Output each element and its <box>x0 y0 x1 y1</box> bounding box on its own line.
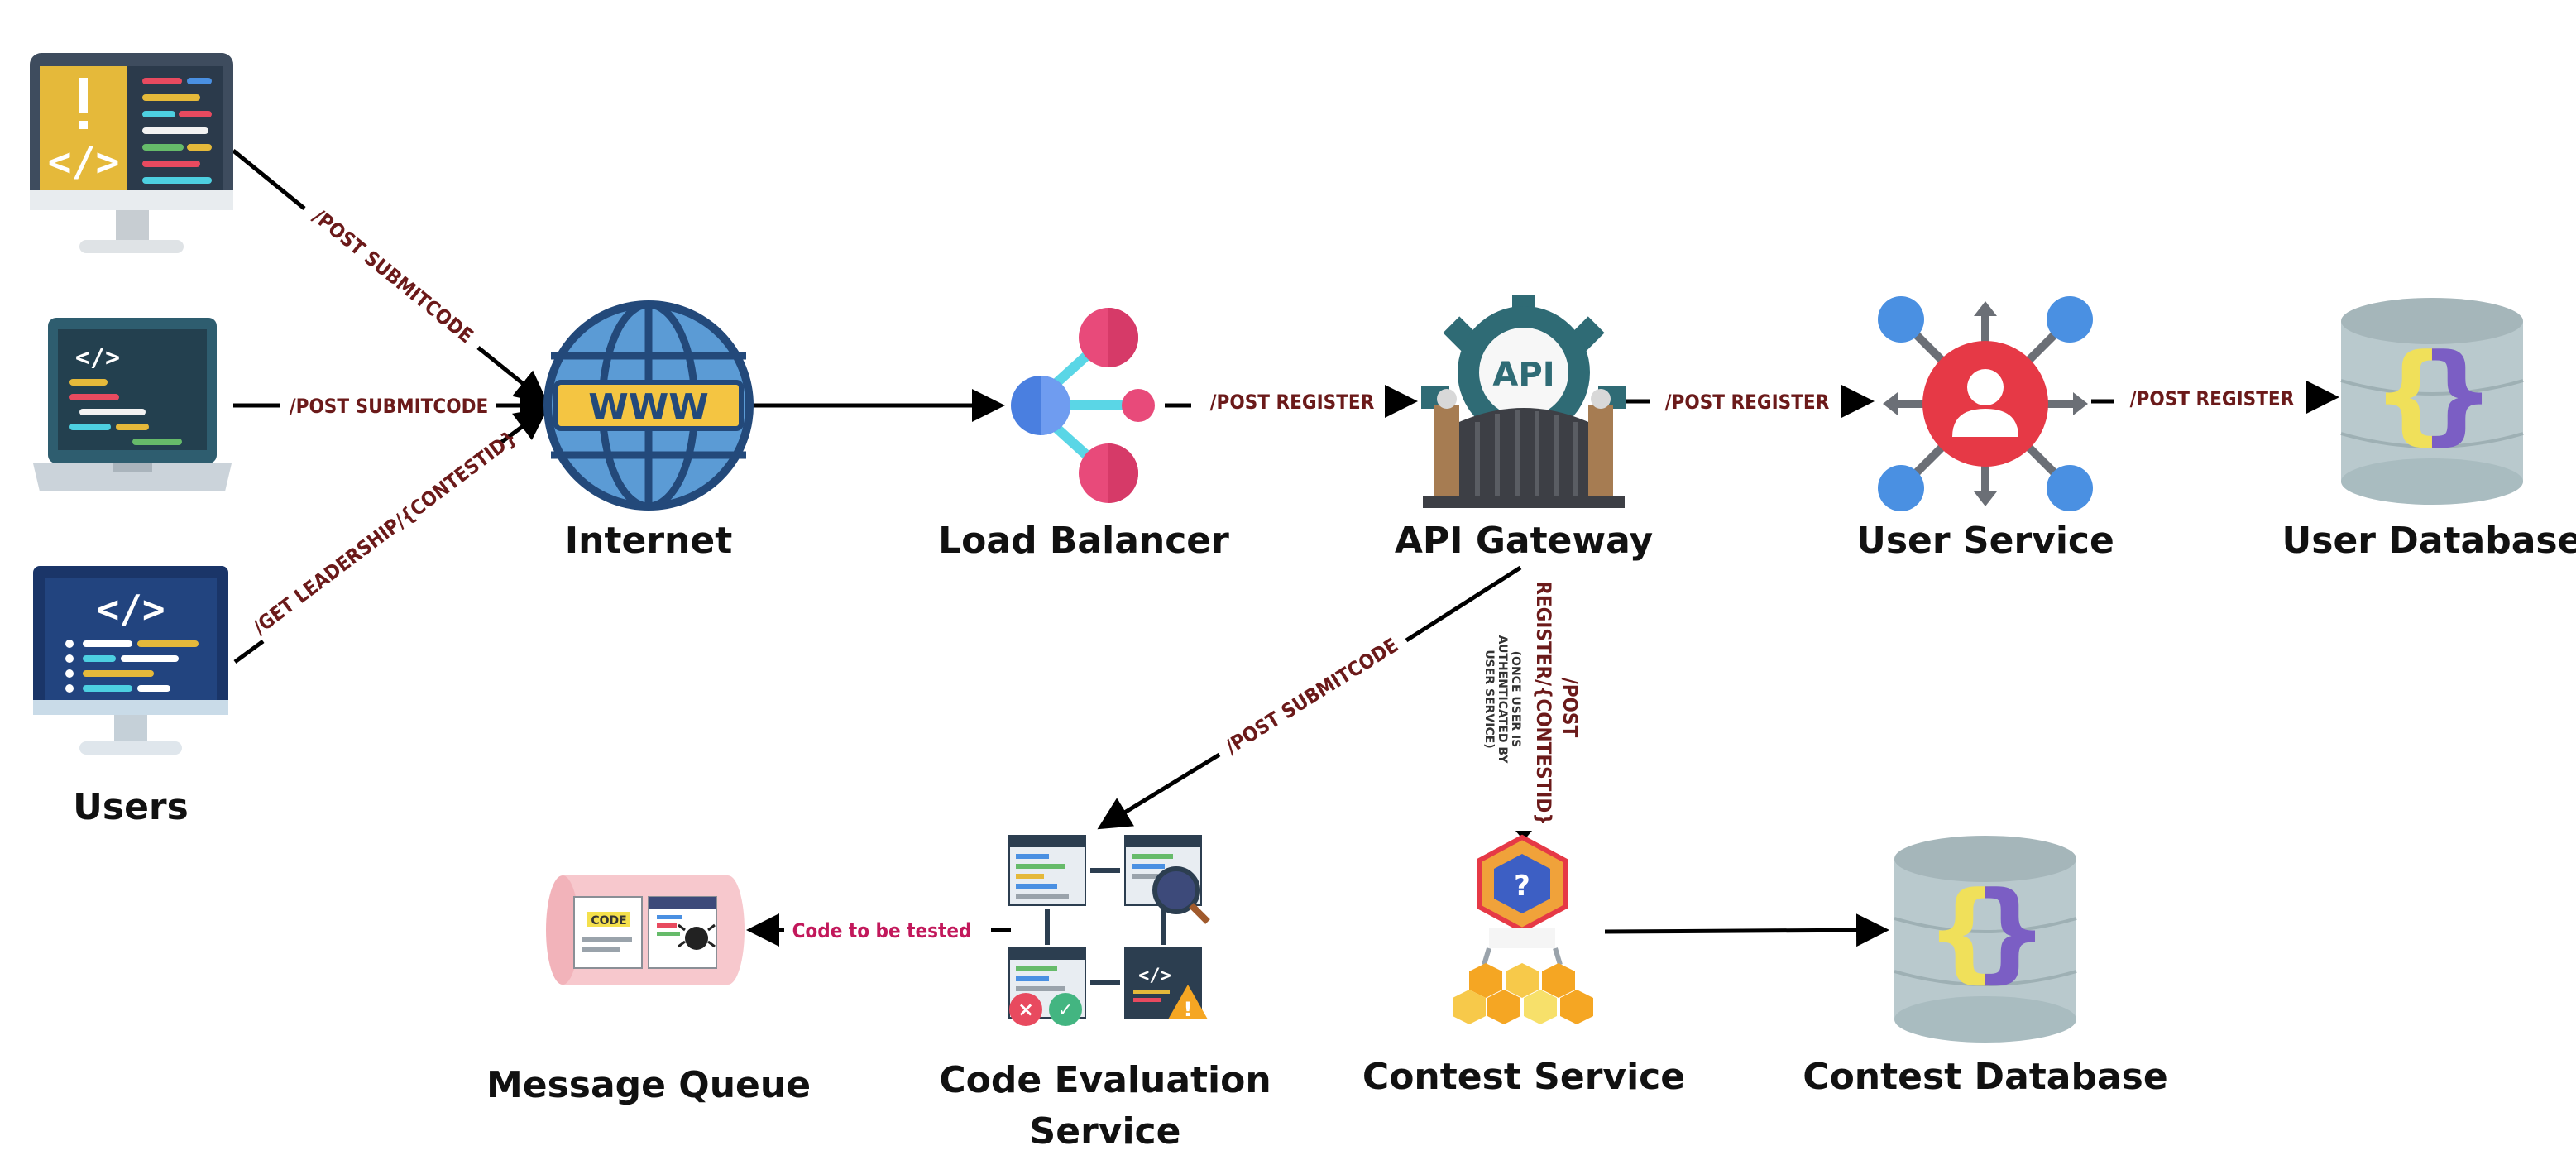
edge-user1-internet-b <box>476 346 548 405</box>
api-text: API <box>1492 356 1554 394</box>
globe-www-icon: WWW <box>543 300 754 511</box>
database-braces-icon: { } <box>2340 298 2524 505</box>
node-label-internet: Internet <box>565 520 732 562</box>
edge-label-gateway-contest-2: REGISTER/{CONTESTID} <box>1532 581 1555 825</box>
svg-text:}: } <box>2419 330 2496 456</box>
edge-gateway-contest: /POST REGISTER/{CONTESTID} (ONCE USER IS… <box>1482 581 1582 841</box>
edge-label-codeeval-queue: Code to be tested <box>792 919 972 942</box>
load-balancer-nodes-icon <box>1011 308 1155 503</box>
edge-gateway-codeeval-b <box>1097 752 1221 830</box>
edge-user1-internet <box>232 149 306 210</box>
svg-text:</>: </> <box>96 587 165 631</box>
node-label-user-service: User Service <box>1856 520 2114 562</box>
api-gear-gate-icon: API <box>1421 295 1626 508</box>
code-evaluation-icon: × ✓ </> ! <box>1008 835 1210 1026</box>
database-braces-icon: { } <box>1894 836 2077 1043</box>
edge-label-user1-internet: /POST SUBMITCODE <box>309 204 478 348</box>
svg-text:×: × <box>1017 998 1034 1021</box>
node-label-message-queue: Message Queue <box>486 1064 811 1106</box>
edge-note-gateway-contest-3: USER SERVICE) <box>1482 650 1496 748</box>
user-hub-icon <box>1878 296 2093 511</box>
edge-label-gateway-contest-1: /POST <box>1559 678 1582 738</box>
svg-text:}: } <box>1972 868 2049 994</box>
edge-label-userservice-db: /POST REGISTER <box>2130 387 2295 410</box>
svg-text:</>: </> <box>75 343 120 372</box>
node-label-users: Users <box>73 786 189 828</box>
node-label-code-evaluation-1: Code Evaluation <box>939 1059 1271 1101</box>
svg-text:</>: </> <box>1138 966 1171 986</box>
monitor-code-icon: </> <box>30 53 233 253</box>
svg-text:{: { <box>2373 330 2449 456</box>
node-label-api-gateway: API Gateway <box>1395 520 1653 562</box>
edge-gateway-codeeval <box>1405 565 1522 643</box>
svg-text:{: { <box>1926 868 2003 994</box>
desktop-code-icon: </> <box>33 566 228 755</box>
node-label-user-database: User Database <box>2282 520 2576 562</box>
node-label-contest-service: Contest Service <box>1362 1056 1685 1098</box>
edge-label-lb-gateway: /POST REGISTER <box>1210 391 1375 414</box>
node-label-contest-database: Contest Database <box>1803 1056 2167 1098</box>
edge-label-gateway-userservice: /POST REGISTER <box>1665 391 1830 414</box>
node-label-load-balancer: Load Balancer <box>938 520 1229 562</box>
svg-text:!: ! <box>1184 998 1193 1021</box>
edge-note-gateway-contest-1: (ONCE USER IS <box>1509 651 1522 748</box>
edge-contest-db <box>1604 913 1889 947</box>
svg-text:</>: </> <box>48 139 120 185</box>
message-queue-icon: CODE <box>546 875 745 985</box>
edge-user3-internet <box>233 639 265 664</box>
svg-text:✓: ✓ <box>1058 1000 1073 1021</box>
edge-label-user3-internet: /GET LEADERSHIP/{CONTESTID} <box>249 426 521 640</box>
laptop-code-icon: </> <box>33 318 232 491</box>
contest-hexagon-icon: ? <box>1453 834 1593 1024</box>
code-text: CODE <box>591 914 626 928</box>
www-text: WWW <box>588 386 709 429</box>
edge-note-gateway-contest-2: AUTHENTICATED BY <box>1496 635 1509 765</box>
edge-user3-internet-b <box>498 407 549 446</box>
svg-text:?: ? <box>1514 870 1530 903</box>
node-label-code-evaluation-2: Service <box>1030 1110 1181 1153</box>
edge-label-user2-internet: /POST SUBMITCODE <box>290 395 489 418</box>
edge-label-gateway-codeeval: /POST SUBMITCODE <box>1221 634 1402 759</box>
